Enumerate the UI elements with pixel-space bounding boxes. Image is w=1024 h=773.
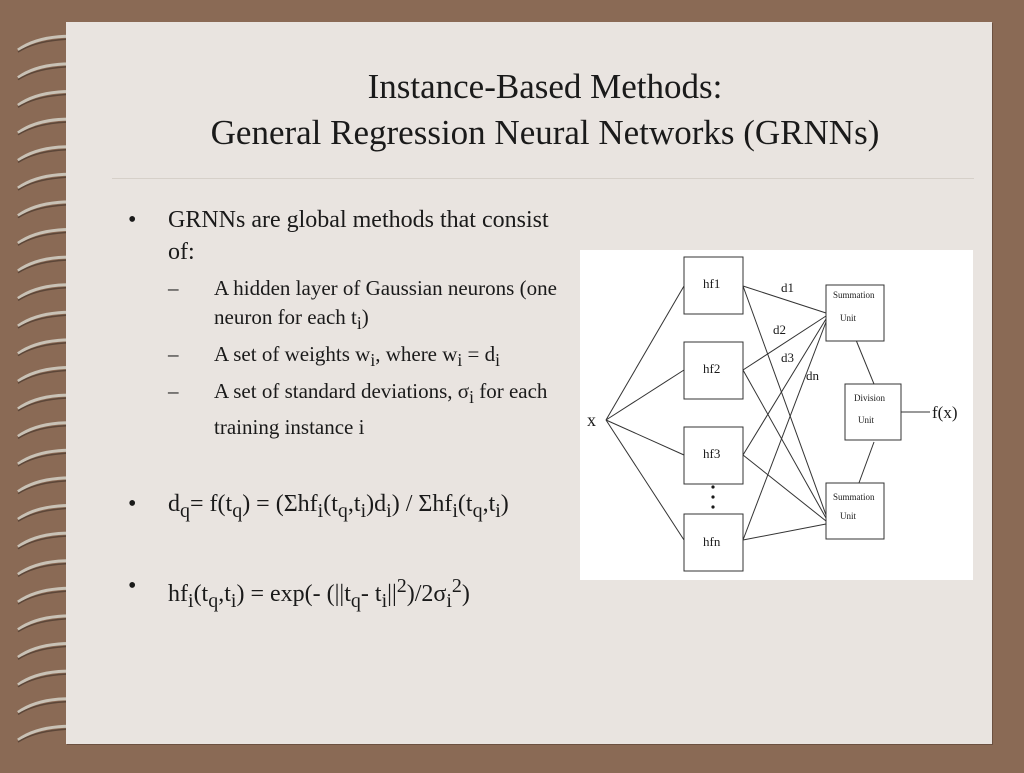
grnn-diagram: x hf1 hf2 hf3 hfn d1 d2 d3 dn Summation … [580,250,973,580]
hidden-node-hf2 [683,341,744,400]
sub-bullet-text: , where w [375,342,458,367]
title-divider [112,178,974,179]
subscript: i [469,387,474,408]
input-label: x [587,410,596,430]
slide-title: Instance-Based Methods: General Regressi… [70,64,1020,156]
dash-marker: – [168,379,179,404]
summation-unit-top [825,284,885,342]
sub-bullet-item: – A hidden layer of Gaussian neurons (on… [168,274,568,338]
output-label: f(x) [932,403,957,422]
bullet-dot: • [128,573,137,599]
equation-dq: • dq= f(tq) = (Σhfi(tq,ti)di) / Σhfi(tq,… [128,488,509,527]
sum-top-label-2: Unit [840,313,857,323]
dash-marker: – [168,276,179,300]
subscript: i [370,350,376,371]
sum-bottom-label-1: Summation [833,492,875,502]
hidden-label-hfn: hfn [703,534,721,549]
subscript: i [356,313,362,334]
bullet-dot: • [128,491,137,517]
nodes [683,256,902,572]
hidden-node-hf3 [683,426,744,485]
hidden-label-hf1: hf1 [703,276,720,291]
division-label-2: Unit [858,415,875,425]
division-unit [844,383,902,441]
subscript: i [495,350,501,371]
sub-bullet-text: A set of weights w [214,342,371,367]
connections [605,285,930,541]
bullet-text: GRNNs are global methods that consist of… [168,207,549,265]
weight-label-d3: d3 [781,350,794,365]
bullet-item: • GRNNs are global methods that consist … [128,204,568,268]
hidden-label-hf3: hf3 [703,446,720,461]
grnn-network-svg: x hf1 hf2 hf3 hfn d1 d2 d3 dn Summation … [587,256,957,572]
ellipsis-dots [711,485,715,509]
hidden-node-hf1 [683,256,744,315]
summation-unit-bottom [825,482,885,540]
hidden-node-hfn [683,513,744,572]
weight-label-d1: d1 [781,280,794,295]
weight-label-d2: d2 [773,322,786,337]
sum-bottom-label-2: Unit [840,511,857,521]
sub-bullet-text: = d [462,342,496,367]
title-line-2: General Regression Neural Networks (GRNN… [210,113,880,152]
sub-bullet-text: A hidden layer of Gaussian neurons (one … [214,276,557,329]
subscript: i [457,350,463,371]
bullet-dot: • [128,207,137,233]
sum-top-label-1: Summation [833,290,875,300]
sub-bullet-text: ) [361,305,369,329]
sub-bullet-text: A set of standard deviations, σ [214,379,470,404]
title-line-1: Instance-Based Methods: [367,67,723,106]
hidden-label-hf2: hf2 [703,361,720,376]
division-label-1: Division [854,393,886,403]
sub-bullet-item: – A set of standard deviations, σi for e… [168,377,568,441]
bullet-list: • GRNNs are global methods that consist … [128,204,568,442]
equation-hf: • hfi(tq,ti) = exp(- (||tq- ti||2)/2σi2) [128,570,470,617]
sub-bullet-text: for each training instance i [214,379,548,439]
dash-marker: – [168,342,179,367]
weight-label-dn: dn [806,368,820,383]
sub-bullet-item: – A set of weights wi, where wi = di [168,340,568,375]
